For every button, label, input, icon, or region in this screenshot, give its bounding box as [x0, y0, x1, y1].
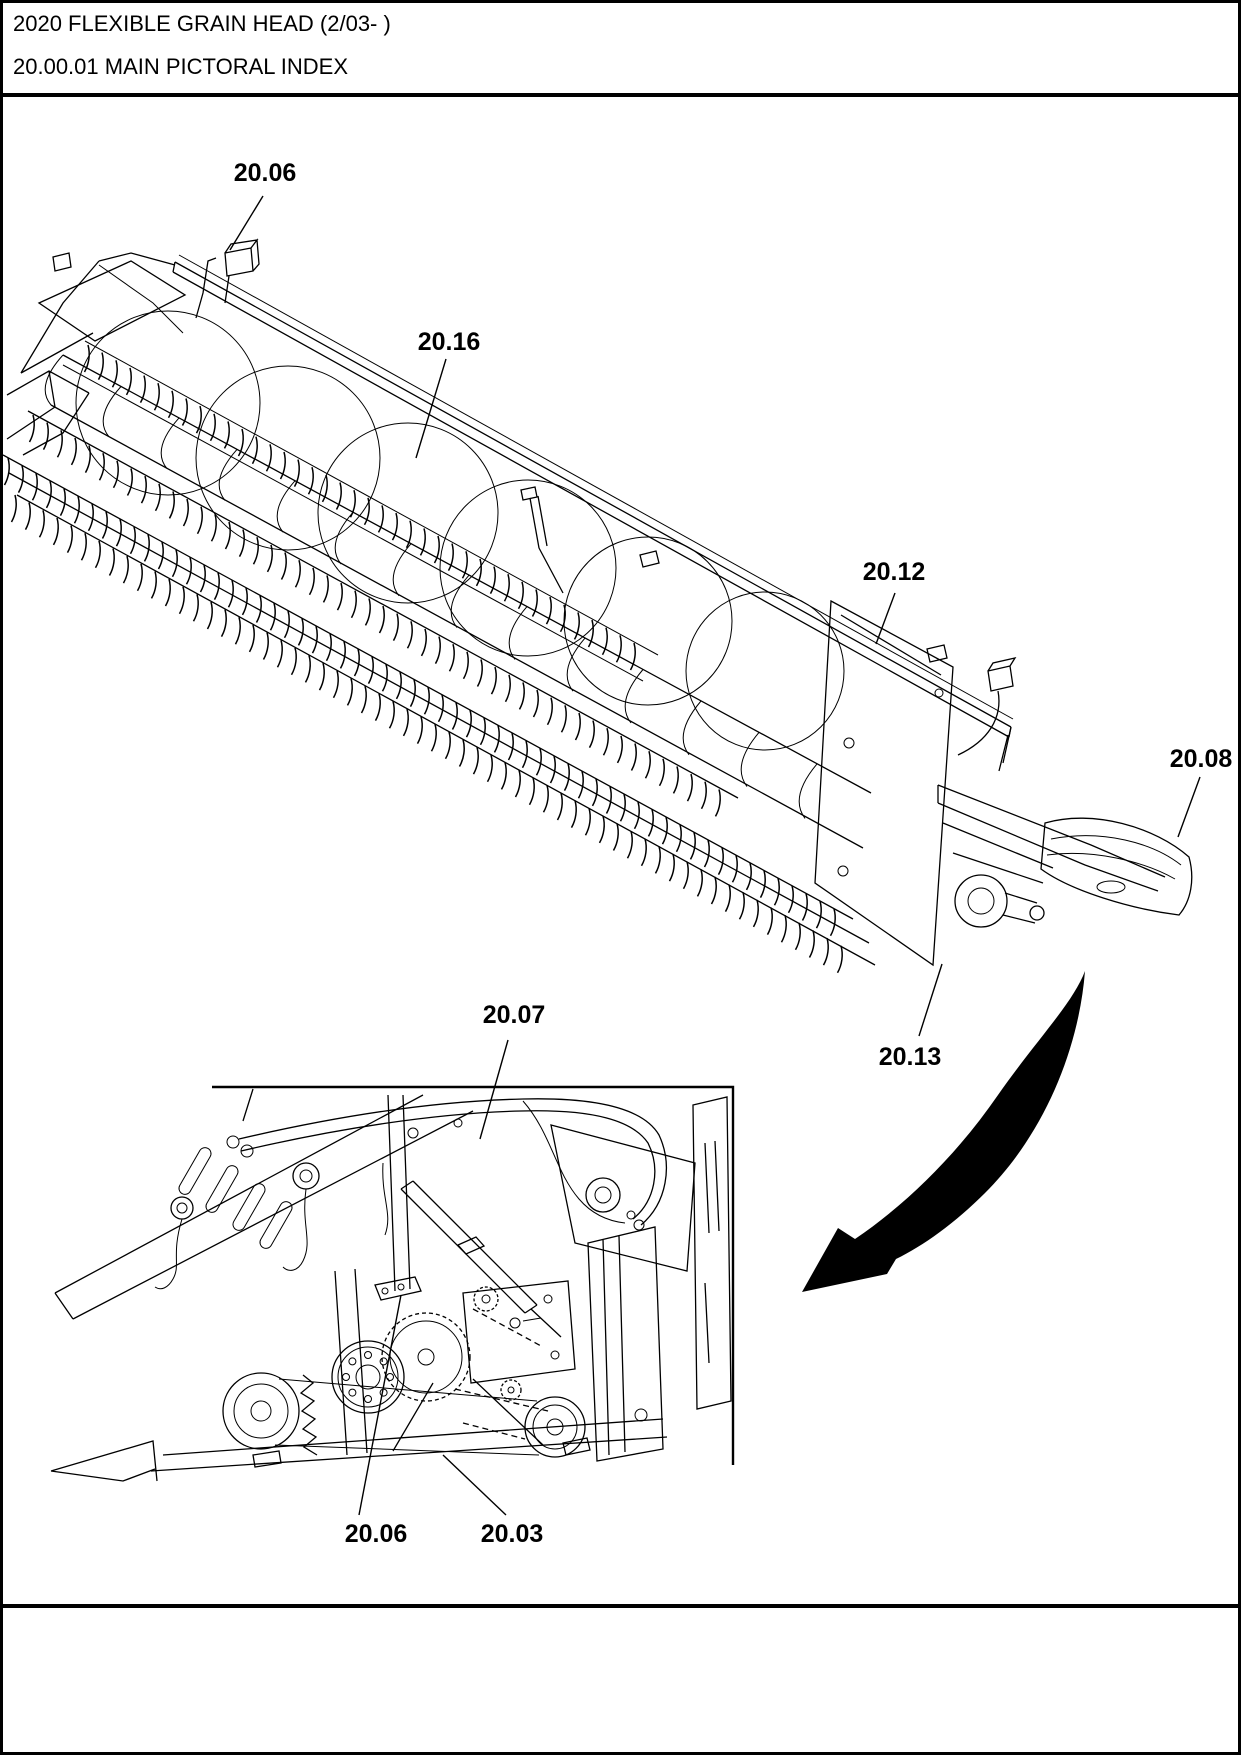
curved-detail-arrow [802, 971, 1085, 1292]
detail-inset-figure [50, 1085, 735, 1482]
grain-head-illustration [3, 195, 1201, 1516]
main-figure [3, 238, 1193, 973]
footer-divider [3, 1604, 1238, 1608]
hydraulic-hoses [226, 1098, 667, 1231]
left-end-frame [6, 252, 187, 456]
page-title: 2020 FLEXIBLE GRAIN HEAD (2/03- ) [13, 11, 391, 36]
inset-side-sheet [54, 1088, 474, 1320]
auger [44, 354, 872, 849]
sensor-box-top [195, 238, 260, 319]
inset-right-panels [407, 1096, 732, 1462]
callout-20-13[interactable]: 20.13 [878, 1043, 942, 1071]
reel [62, 310, 845, 751]
callout-20-03[interactable]: 20.03 [480, 1520, 544, 1548]
cutterbar-tines [3, 345, 876, 973]
callout-20-16[interactable]: 20.16 [417, 328, 481, 356]
callout-20-06-bottom[interactable]: 20.06 [344, 1520, 408, 1548]
callout-20-07[interactable]: 20.07 [482, 1001, 546, 1029]
rear-frame-tube [172, 254, 1014, 772]
callout-20-06-top[interactable]: 20.06 [233, 159, 297, 187]
section-title: 20.00.01 MAIN PICTORAL INDEX [13, 54, 349, 79]
callout-20-12[interactable]: 20.12 [862, 558, 926, 586]
end-shield [1040, 817, 1193, 916]
lift-cylinder [400, 1180, 562, 1338]
drive-components [222, 1280, 586, 1458]
right-end-assembly [814, 599, 1193, 967]
leader-lines [229, 195, 1201, 1516]
sensor-bracket [374, 1276, 422, 1301]
inset-bottom-frame [50, 1378, 668, 1482]
callout-20-08[interactable]: 20.08 [1169, 745, 1233, 773]
connector-box [957, 657, 1017, 756]
detail-box-frame [212, 1085, 735, 1465]
header-divider [3, 93, 1238, 97]
